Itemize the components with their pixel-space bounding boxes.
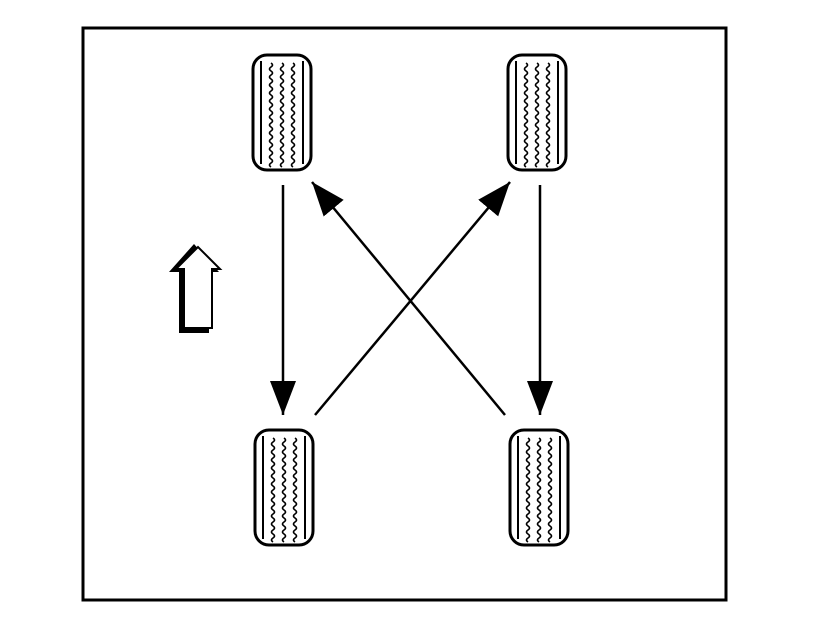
tire-front-right xyxy=(506,53,568,172)
tire-front-left xyxy=(251,53,313,172)
tire-icon xyxy=(253,428,315,547)
tire-icon xyxy=(508,428,570,547)
rotation-arrow-rear-left-to-front-right xyxy=(314,181,511,416)
tire-icon xyxy=(506,53,568,172)
tire-icon xyxy=(251,53,313,172)
rotation-arrow-rear-right-to-front-left xyxy=(311,181,506,416)
rotation-arrows xyxy=(270,181,553,416)
tires-layer xyxy=(251,53,570,547)
tire-rear-left xyxy=(253,428,315,547)
forward-arrow-icon xyxy=(169,244,223,333)
tire-rear-right xyxy=(508,428,570,547)
